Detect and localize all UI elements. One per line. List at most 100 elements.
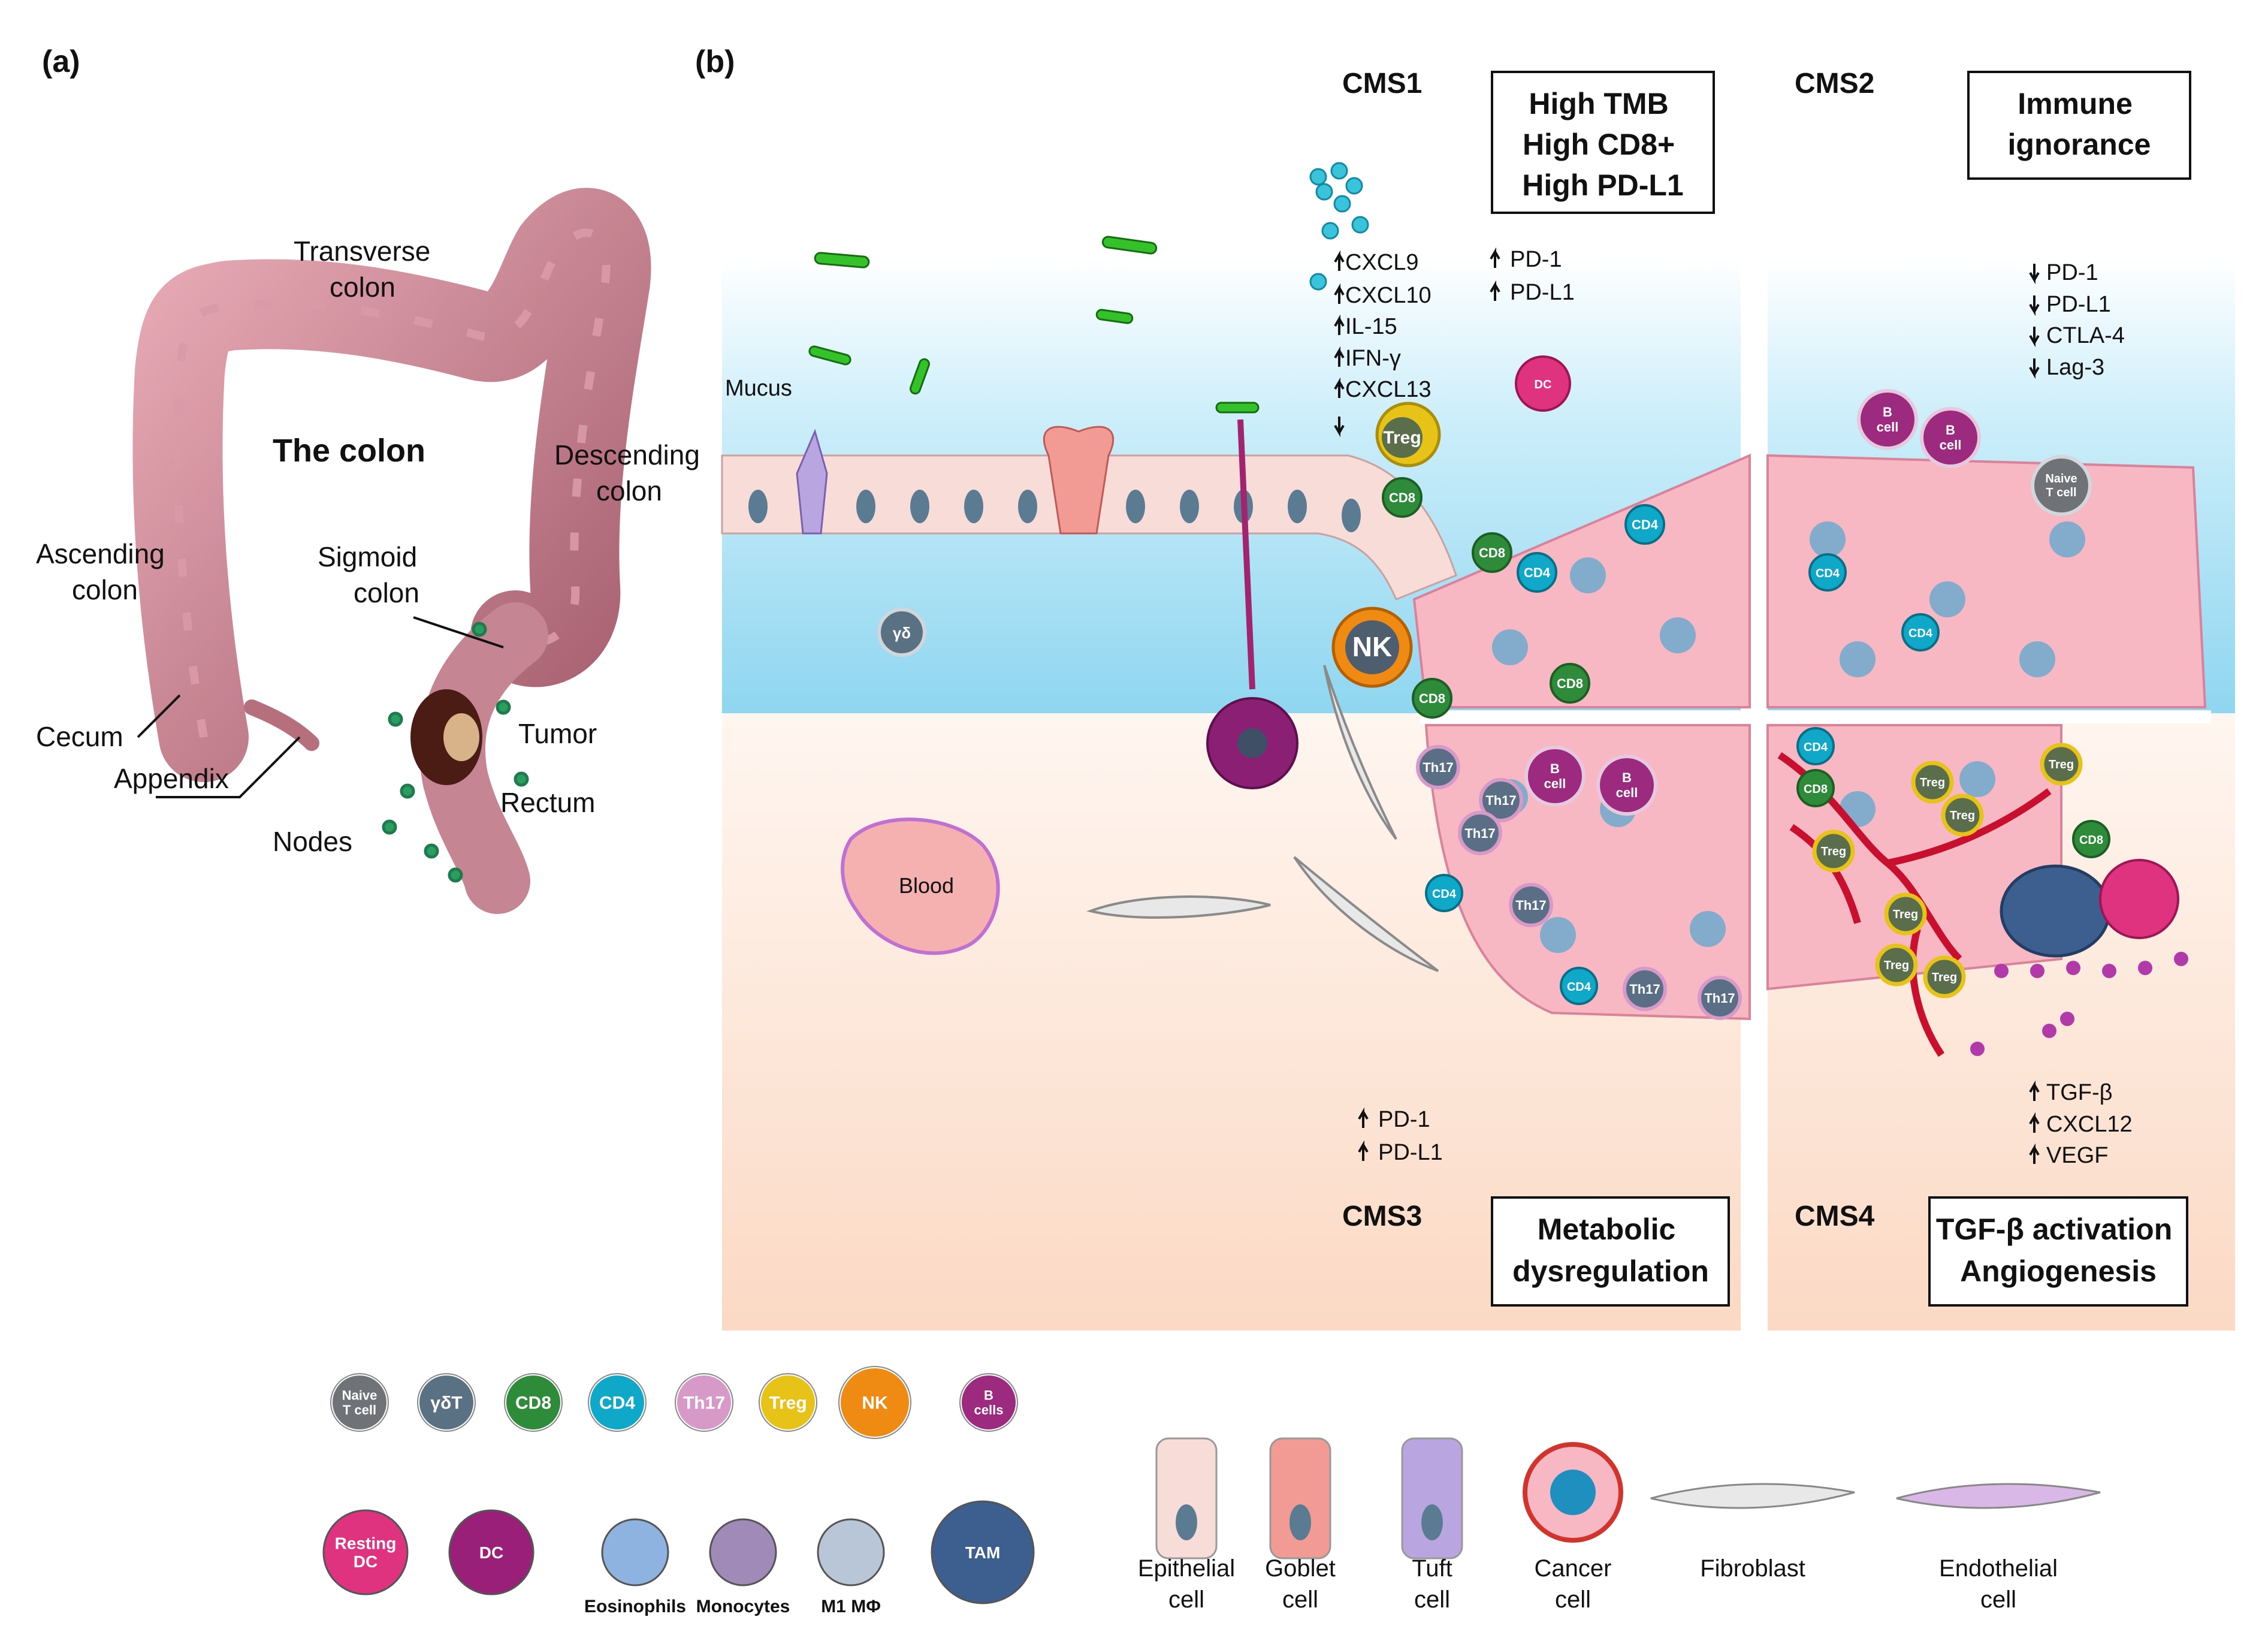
cms4-markers: TGF-β CXCL12 VEGF [2029, 1080, 2133, 1168]
cms1-marker-ifng: IFN-γ [1345, 346, 1401, 371]
legend-tissue-shape [1401, 1437, 1463, 1559]
cms3-box-text: Metabolic dysregulation [1512, 1212, 1709, 1288]
legend-cell-body [817, 1518, 885, 1586]
svg-text:Treg: Treg [1884, 959, 1909, 972]
legend-immune-cell-6: NK [837, 1365, 913, 1440]
cms2-marker-lag3: Lag-3 [2046, 355, 2104, 380]
cell-treg-cms4-d: Treg [1812, 829, 1855, 873]
cell-cd8-cms1-d: CD8 [1550, 663, 1590, 704]
cell-th17-cms3: Th17 [1416, 745, 1460, 789]
panel-b: (b) [695, 44, 2235, 1331]
legend-cell-label: DC [479, 1543, 503, 1562]
cell-th17-cms3-c: Th17 [1458, 811, 1502, 855]
cms3-markers: PD-1 PD-L1 [1358, 1107, 1443, 1165]
legend-cell-body [322, 1509, 409, 1595]
cell-treg-cms4-e: Treg [1884, 892, 1927, 936]
svg-text:CD4: CD4 [1524, 565, 1551, 580]
cell-th17-cms3-b: Th17 [1479, 778, 1523, 822]
cell-dc-cms1: DC [1515, 355, 1571, 412]
cms4-chemokines [1970, 952, 2188, 1056]
cell-cd8-cms1: CD8 [1382, 477, 1423, 518]
cms2-marker-ctla4: CTLA-4 [2046, 323, 2125, 348]
cell-treg-cms4-f: Treg [1875, 943, 1918, 987]
cecum-leader [137, 694, 181, 738]
tumor-clusters [1412, 453, 2211, 1021]
legend-immune-cell-1: γδT [416, 1372, 477, 1433]
label-rectum: Rectum [500, 787, 595, 818]
label-the-colon: The colon [273, 433, 425, 469]
label-blood: Blood [899, 873, 954, 898]
cell-gd-epithelium: γδ [877, 608, 926, 657]
svg-text:CD4: CD4 [1804, 741, 1828, 754]
cell-treg-cms4: Treg [1911, 761, 1954, 804]
cell-treg-cms4-g: Treg [1923, 955, 1966, 999]
cms1-chemokines [1309, 162, 1369, 291]
svg-text:CD8: CD8 [2079, 834, 2103, 847]
legend-cell-body [448, 1509, 534, 1595]
svg-text:CD8: CD8 [1804, 783, 1828, 796]
legend-cell-body [931, 1500, 1035, 1604]
resting-dc-cms4 [2099, 859, 2179, 939]
svg-text:Th17: Th17 [1704, 991, 1735, 1006]
legend-myeloid-cell-2: Eosinophils [584, 1518, 686, 1616]
svg-text:NK: NK [1352, 631, 1392, 662]
legend-immune-cell-2: CD8 [503, 1372, 564, 1433]
label-sigmoid-colon: Sigmoid colon [318, 541, 425, 608]
cell-cd4-cms3: CD4 [1425, 874, 1463, 912]
cms4-marker-vegf: VEGF [2046, 1143, 2108, 1168]
cms2-title: CMS2 [1795, 68, 1874, 99]
legend-cell-caption: Eosinophils [584, 1597, 686, 1616]
svg-text:Treg: Treg [1821, 845, 1846, 858]
cell-cd4-cms2: CD4 [1808, 553, 1847, 592]
cms2-marker-pd1: PD-1 [2046, 260, 2098, 285]
cms3-marker-pd1: PD-1 [1378, 1107, 1430, 1132]
cms1-arrows-left [1334, 250, 1345, 438]
svg-text:Treg: Treg [1932, 971, 1957, 984]
fibroblasts [1086, 665, 1439, 972]
cms2-box-text: Immune ignorance [2008, 87, 2151, 161]
cell-cd8-cms4-b: CD8 [2072, 820, 2110, 858]
legend-myeloid-cell-5: TAM [931, 1500, 1035, 1604]
legend-myeloid-cell-1: DC [448, 1509, 534, 1595]
tumor-core [443, 713, 479, 761]
svg-text:CD8: CD8 [1479, 545, 1505, 560]
cell-th17-cms3-d: Th17 [1509, 883, 1553, 927]
dc-dendrite [1237, 419, 1255, 690]
label-mucus: Mucus [725, 376, 792, 401]
svg-text:Treg: Treg [1383, 428, 1421, 448]
legend-tissue-label: Fibroblast [1700, 1555, 1805, 1582]
legend-cell-body [601, 1518, 669, 1586]
cell-th17-cms3-f: Th17 [1698, 976, 1742, 1020]
panel-b-letter: (b) [695, 44, 735, 79]
epithelium [721, 426, 1457, 601]
cms1-markers-right: PD-1 PD-L1 [1490, 247, 1575, 305]
cell-cd8-cms4: CD8 [1796, 769, 1835, 807]
cell-cd8-cms1-b: CD8 [1472, 532, 1512, 573]
panel-a: (a) Transverse colon The colon Descendin… [36, 44, 700, 914]
cell-cd4-cms3-b: CD4 [1560, 967, 1598, 1005]
legend-tissue-shape [1650, 1483, 1855, 1509]
svg-text:CD8: CD8 [1419, 691, 1445, 706]
label-nodes: Nodes [273, 826, 352, 857]
svg-text:Treg: Treg [1920, 776, 1945, 789]
label-tumor: Tumor [518, 718, 597, 749]
cms3-box [1491, 1196, 1730, 1307]
cell-nk-cms1: NK [1331, 607, 1413, 688]
lymph-nodes [382, 622, 529, 883]
legend-immune-cell-3: CD4 [587, 1372, 648, 1433]
